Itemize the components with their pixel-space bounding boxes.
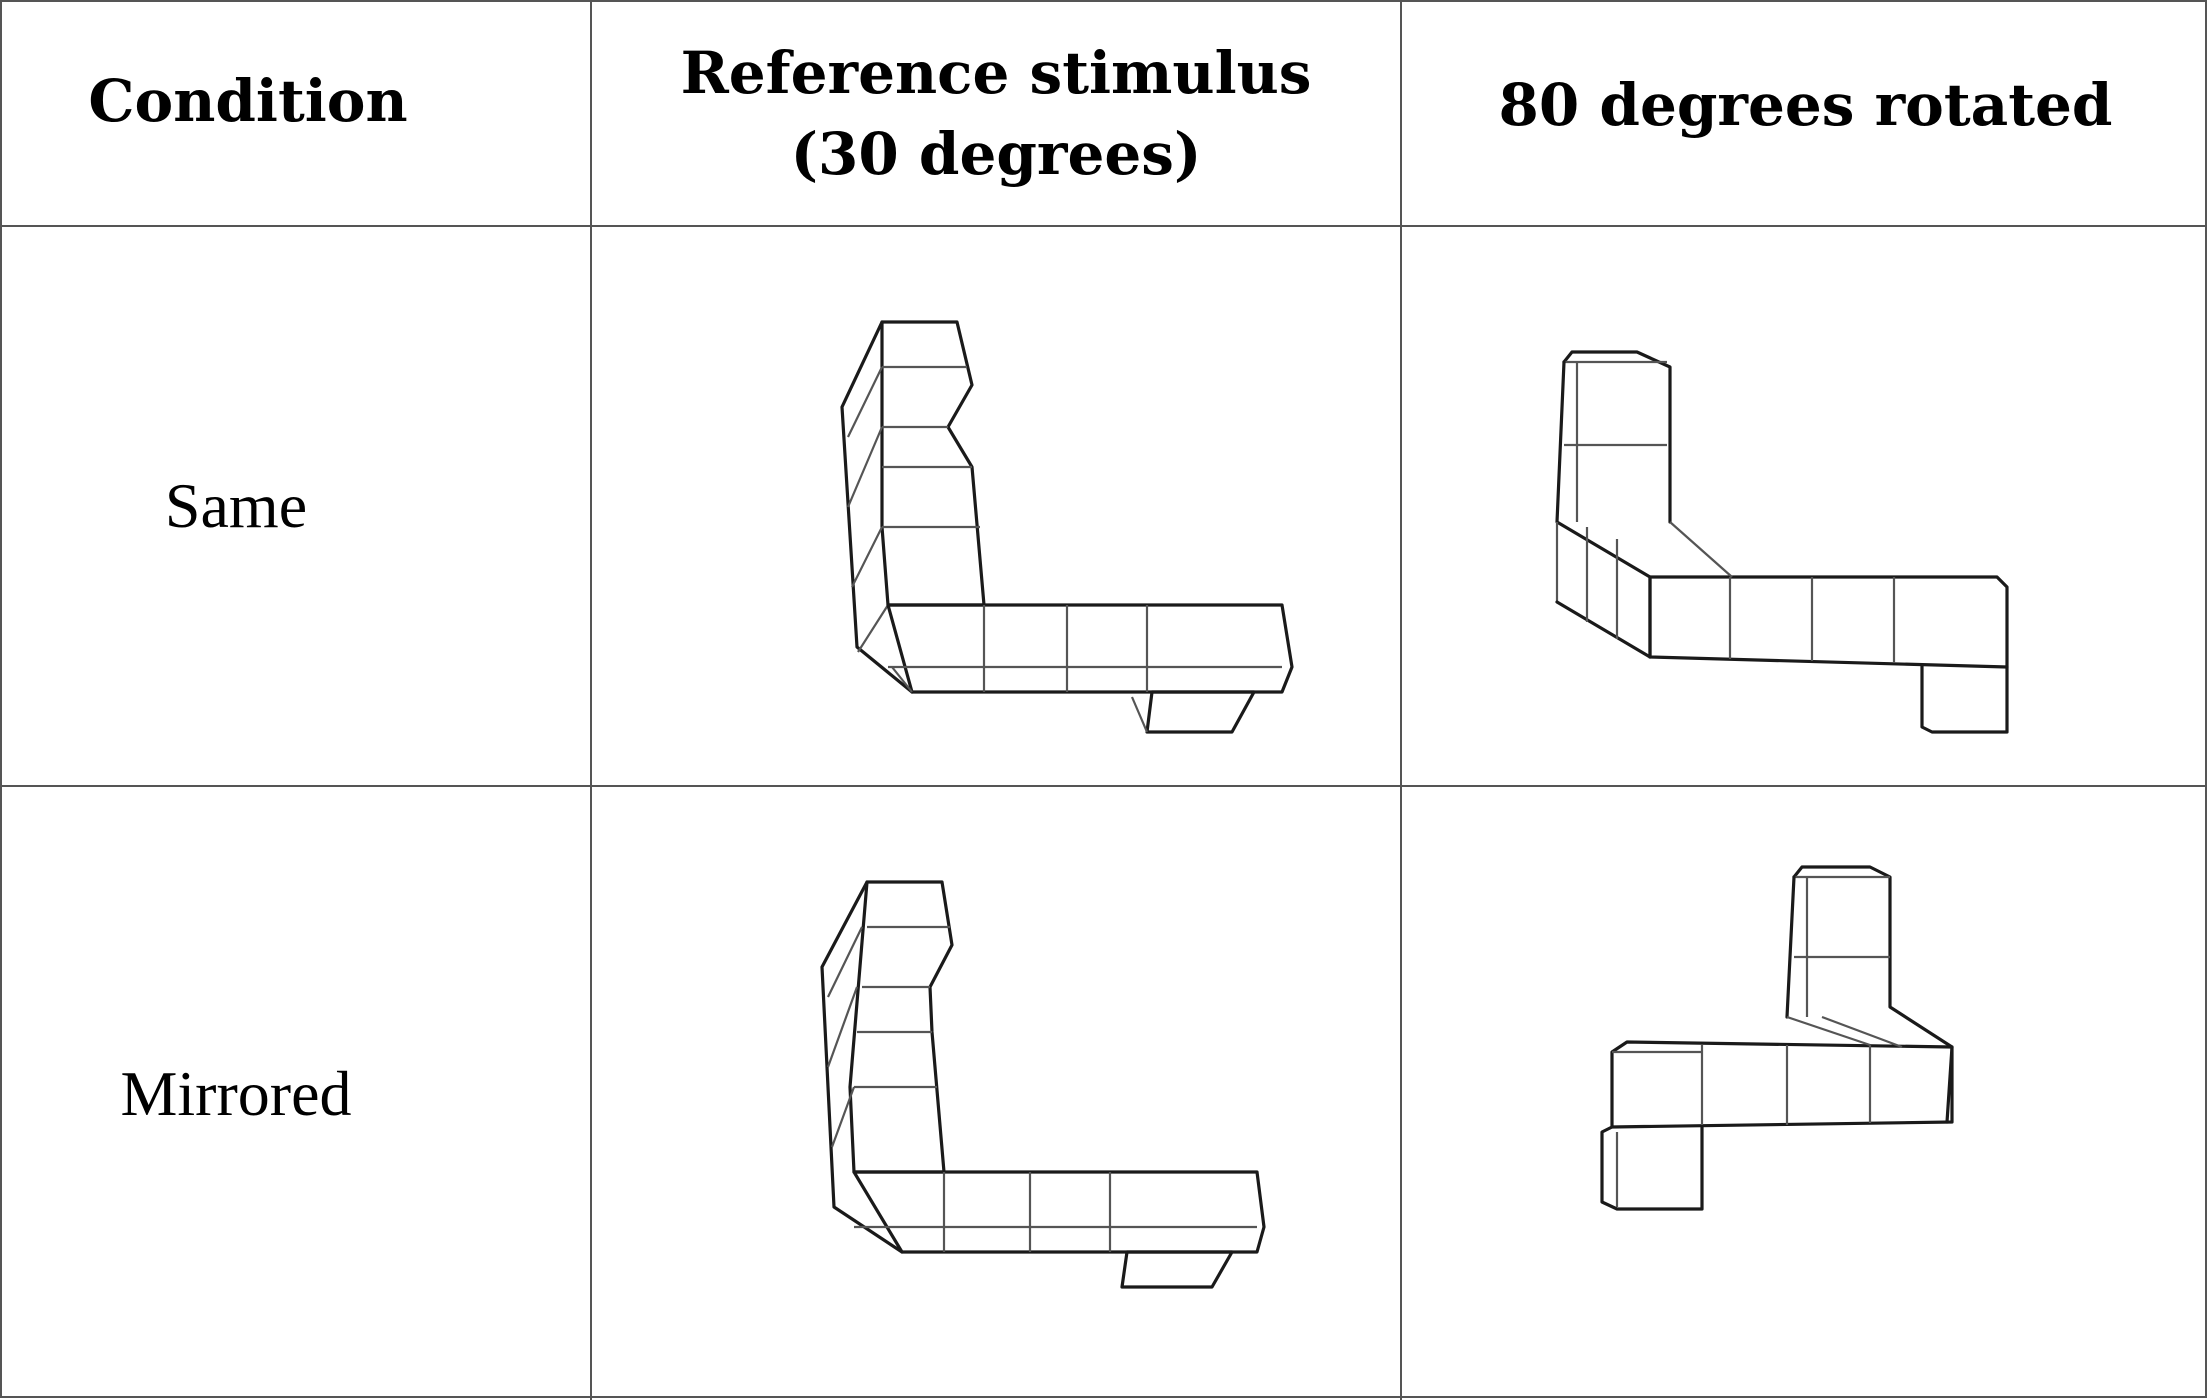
row-mirrored-reference-cell [592,787,1402,1400]
same-reference-cube-figure [840,320,1294,734]
row-mirrored-rotated-cell [1402,787,2207,1400]
header-reference: Reference stimulus (30 degrees) [681,33,1312,193]
mirrored-reference-cube-figure [820,880,1266,1289]
header-reference-line2: (30 degrees) [790,119,1202,188]
header-cell-rotated: 80 degrees rotated [1402,2,2207,227]
header-condition: Condition [88,67,408,136]
header-rotated: 80 degrees rotated [1498,71,2113,140]
condition-label-same: Same [164,470,308,541]
header-cell-condition: Condition [2,2,592,227]
header-reference-line1: Reference stimulus [680,39,1312,108]
row-same-reference-cell [592,227,1402,787]
header-cell-reference: Reference stimulus (30 degrees) [592,2,1402,227]
row-same-rotated-cell [1402,227,2207,787]
row-mirrored-condition-cell: Mirrored [2,787,592,1400]
same-rotated-cube-figure [1555,350,2009,734]
condition-label-mirrored: Mirrored [120,1057,352,1129]
mirrored-rotated-cube-figure [1600,865,1954,1211]
row-same-condition-cell: Same [2,227,592,787]
